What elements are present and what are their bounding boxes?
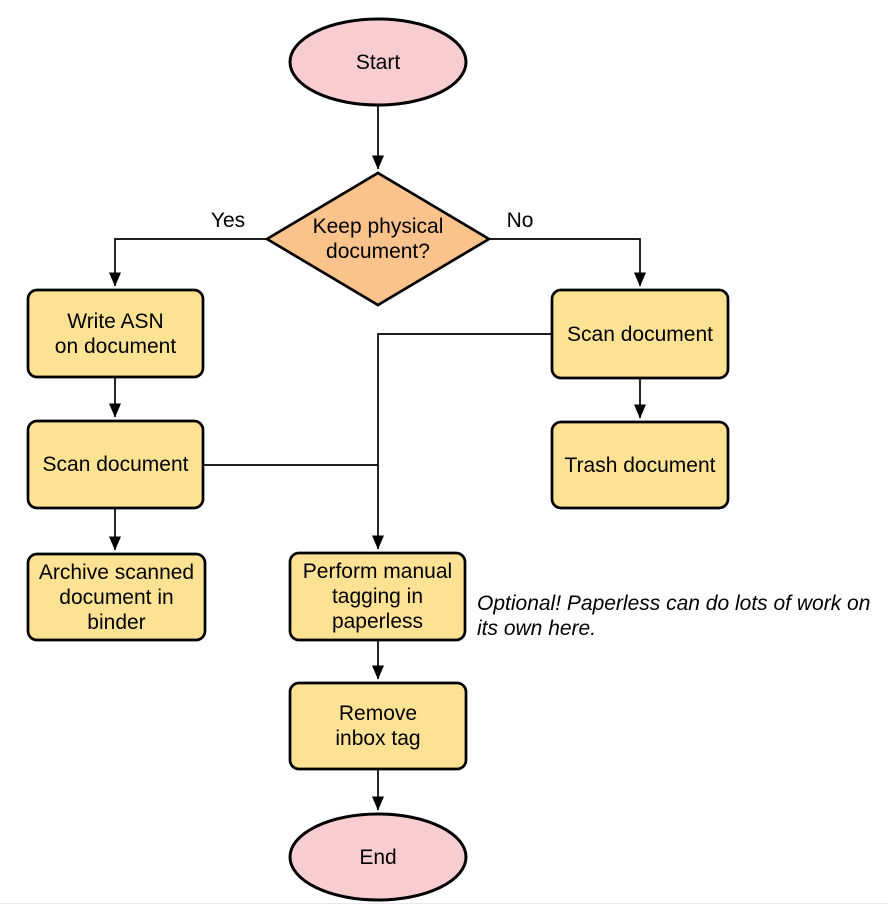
end-terminator-shape — [288, 812, 468, 902]
scan-left-process-shape — [26, 419, 205, 510]
node-label-scan-left: Scan document — [42, 453, 189, 476]
decision-diamond-shape — [264, 171, 492, 307]
node-label-end: End — [359, 845, 397, 869]
archive-process-shape — [26, 552, 207, 642]
edge-label-yes: Yes — [210, 209, 246, 232]
node-label-archive: Archive scanned document in binder — [38, 560, 195, 634]
scan-right-process-shape — [550, 288, 730, 380]
perform-tagging-process-shape — [288, 551, 467, 642]
remove-inbox-process-shape — [288, 681, 468, 771]
node-label-write-asn: Write ASN on document — [54, 309, 177, 358]
node-label-start: Start — [355, 50, 401, 74]
node-label-scan-right: Scan document — [567, 322, 713, 346]
node-label-trash: Trash document — [564, 453, 716, 477]
edge-decision-yes-to-write-asn — [109, 238, 266, 287]
trash-process-shape — [550, 420, 730, 510]
write-asn-process-shape — [26, 288, 205, 379]
node-label-decision: Keep physical document? — [312, 215, 444, 263]
edge-decision-no-to-scan-right — [490, 238, 646, 287]
node-label-remove-inbox: Remove inbox tag — [335, 702, 421, 750]
edge-scan-right-to-perform-tagging — [372, 333, 551, 550]
node-label-perform-tagging: Perform manual tagging in paperless — [302, 560, 453, 633]
bottom-divider — [0, 903, 888, 904]
edge-label-no: No — [506, 209, 534, 232]
start-terminator-shape — [288, 17, 468, 107]
optional-note: Optional! Paperless can do lots of work … — [477, 592, 871, 640]
